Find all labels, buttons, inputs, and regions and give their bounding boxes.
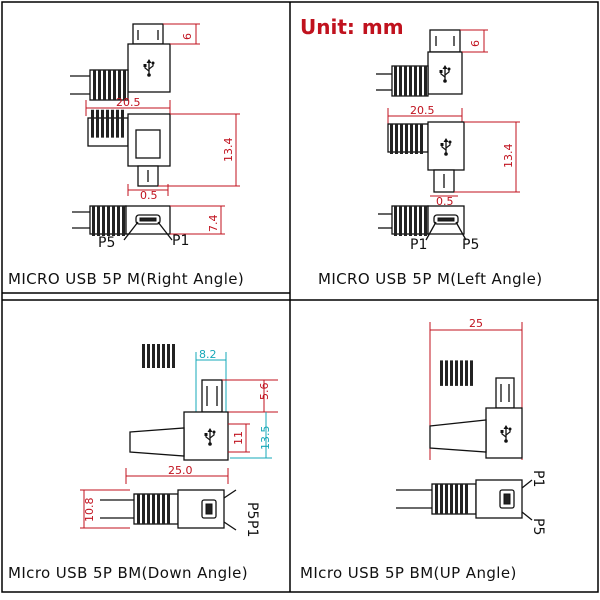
dim-top-height: 6 bbox=[181, 33, 194, 40]
panel-up-angle: 25 P1 P5 MIcro USB 5P BM(UP Angle) bbox=[300, 317, 546, 582]
pin-label-right: P1 bbox=[172, 233, 189, 249]
dim-width: 20.5 bbox=[116, 96, 141, 109]
plug-tip bbox=[429, 29, 461, 53]
strain-relief bbox=[429, 360, 487, 453]
dim-bottom-height: 7.4 bbox=[207, 215, 220, 233]
dim-height-b: 13.5 bbox=[259, 426, 272, 451]
plug-tip bbox=[201, 379, 223, 413]
strain-relief bbox=[391, 205, 429, 236]
pin-label-top: P5 bbox=[244, 502, 260, 519]
connector-body bbox=[177, 489, 225, 529]
dim-width: 25 bbox=[469, 317, 483, 330]
pin-label-right: P5 bbox=[462, 237, 479, 253]
panel-left-angle: 6 20.5 13.4 0.5 P1 P5 MICRO USB 5 bbox=[318, 29, 542, 288]
dim-tip-width: 0.5 bbox=[436, 195, 454, 208]
dim-tip-width: 0.5 bbox=[140, 189, 158, 202]
panel-caption: MIcro USB 5P BM(UP Angle) bbox=[300, 564, 517, 582]
dim-height: 13.4 bbox=[222, 138, 235, 163]
dim-top-height: 6 bbox=[469, 40, 482, 47]
connector-body bbox=[127, 43, 171, 93]
dim-height: 13.4 bbox=[502, 144, 515, 169]
strain-relief bbox=[133, 493, 179, 525]
pin-label-top: P1 bbox=[530, 470, 546, 487]
strain-relief bbox=[387, 123, 429, 154]
pin-label-left: P5 bbox=[98, 235, 115, 251]
panel-right-angle: 6 20.5 13.4 0.5 7.4 P5 bbox=[8, 23, 244, 288]
dim-width: 20.5 bbox=[410, 104, 435, 117]
pin-label-left: P1 bbox=[410, 237, 427, 253]
strain-relief bbox=[129, 344, 185, 457]
strain-relief bbox=[89, 69, 129, 101]
pin-label-bottom: P5 bbox=[530, 518, 546, 535]
panel-down-angle: 8.2 5.6 13.5 11 25.0 10.8 bbox=[8, 344, 278, 582]
panel-caption: MICRO USB 5P M(Right Angle) bbox=[8, 270, 244, 288]
strain-relief bbox=[431, 483, 477, 515]
strain-relief bbox=[391, 65, 429, 97]
strain-relief bbox=[89, 205, 127, 236]
dim-top-width: 8.2 bbox=[199, 348, 217, 361]
connector-body bbox=[485, 407, 523, 459]
pin-label-bottom: P1 bbox=[244, 520, 260, 537]
dim-height-a: 5.6 bbox=[258, 383, 271, 401]
dim-side-height: 10.8 bbox=[83, 498, 96, 523]
unit-label: Unit: mm bbox=[300, 15, 404, 39]
dim-width: 25.0 bbox=[168, 464, 193, 477]
strain-relief bbox=[87, 109, 129, 147]
dim-height-c: 11 bbox=[232, 431, 245, 445]
panel-caption: MIcro USB 5P BM(Down Angle) bbox=[8, 564, 248, 582]
connector-body bbox=[475, 479, 523, 519]
plug-tip bbox=[495, 377, 515, 409]
panel-caption: MICRO USB 5P M(Left Angle) bbox=[318, 270, 542, 288]
